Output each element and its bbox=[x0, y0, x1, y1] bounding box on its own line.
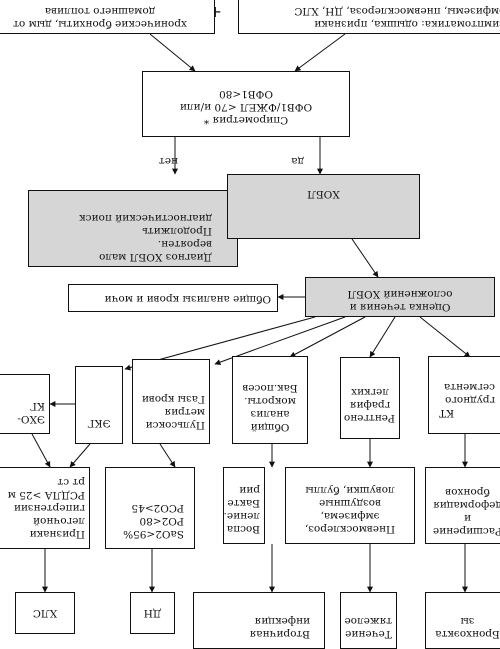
arrow-assessment-to-sputum bbox=[289, 316, 366, 358]
node-blood-urine-tests: Общие анализы крови и мочи bbox=[68, 284, 278, 312]
node-xray-findings: Пневмосклероз, эмфизема, воздушные ловуш… bbox=[285, 467, 415, 544]
node-diagnosis-unlikely: Диагноз ХОБЛ мало вероятен. Продолжить д… bbox=[28, 190, 238, 267]
node-severe-course: Течение тяжелое bbox=[340, 592, 397, 649]
arrow-assessment-to-ct bbox=[419, 316, 471, 358]
node-pulmonary-hypertension: Признаки легочной гипертензии РСДЛА >25 … bbox=[0, 467, 90, 549]
node-inflammation: Воспа ление. Бакте рии bbox=[223, 467, 265, 544]
node-secondary-infection: Вторичная инфекция bbox=[193, 592, 325, 649]
node-dn: ДН bbox=[130, 592, 175, 634]
node-ct-findings: Расширение и деформация бронхов bbox=[425, 467, 500, 544]
node-assessment: Оценка течения и осложнений ХОБЛ bbox=[305, 277, 495, 317]
node-chs: ХЛС bbox=[15, 592, 75, 634]
arrow-top-left-to-spirometry bbox=[294, 33, 346, 72]
node-gases-values: SaO2<95% PO2<80 PCO2>45 bbox=[105, 467, 195, 549]
node-echo-kg: ЭХО- КГ bbox=[0, 374, 50, 434]
node-spirometry: Спирометрия * ОФВ1/ФЖЕЛ <70 и/или ОФВ1<8… bbox=[142, 71, 350, 137]
arrow-pulse-oximetry-to-gases-values bbox=[159, 443, 176, 468]
node-ecg: ЭКГ bbox=[75, 366, 123, 444]
arrow-ecg-to-pulm-hypertension bbox=[69, 443, 91, 468]
node-bronchiectasis: Бронхоэкта зы bbox=[425, 592, 500, 649]
node-copd: ХОБЛ bbox=[227, 174, 420, 239]
node-xray: Рентгено графия легких bbox=[340, 357, 400, 439]
arrow-copd-to-assessment bbox=[351, 238, 379, 278]
node-top-right-symptoms: симптоматика: одышка, признаки эмфиземы,… bbox=[238, 0, 500, 34]
node-sputum: Общий анализ мокроты. Бак.посев bbox=[232, 356, 308, 444]
label-no: нет bbox=[158, 155, 178, 167]
node-top-left-risk-factors: хронические бронхиты, дым от домашнего т… bbox=[0, 0, 215, 34]
node-pulse-oximetry: Пульсокси метрия Газы крови bbox=[132, 359, 210, 444]
arrow-top-right-to-spirometry bbox=[149, 33, 196, 72]
label-yes: да bbox=[291, 155, 304, 167]
arrow-assessment-to-xray bbox=[369, 316, 396, 358]
node-ct: КТ грудного сегмента bbox=[428, 356, 500, 434]
arrow-echo-to-pulm-hypertension bbox=[31, 433, 51, 468]
